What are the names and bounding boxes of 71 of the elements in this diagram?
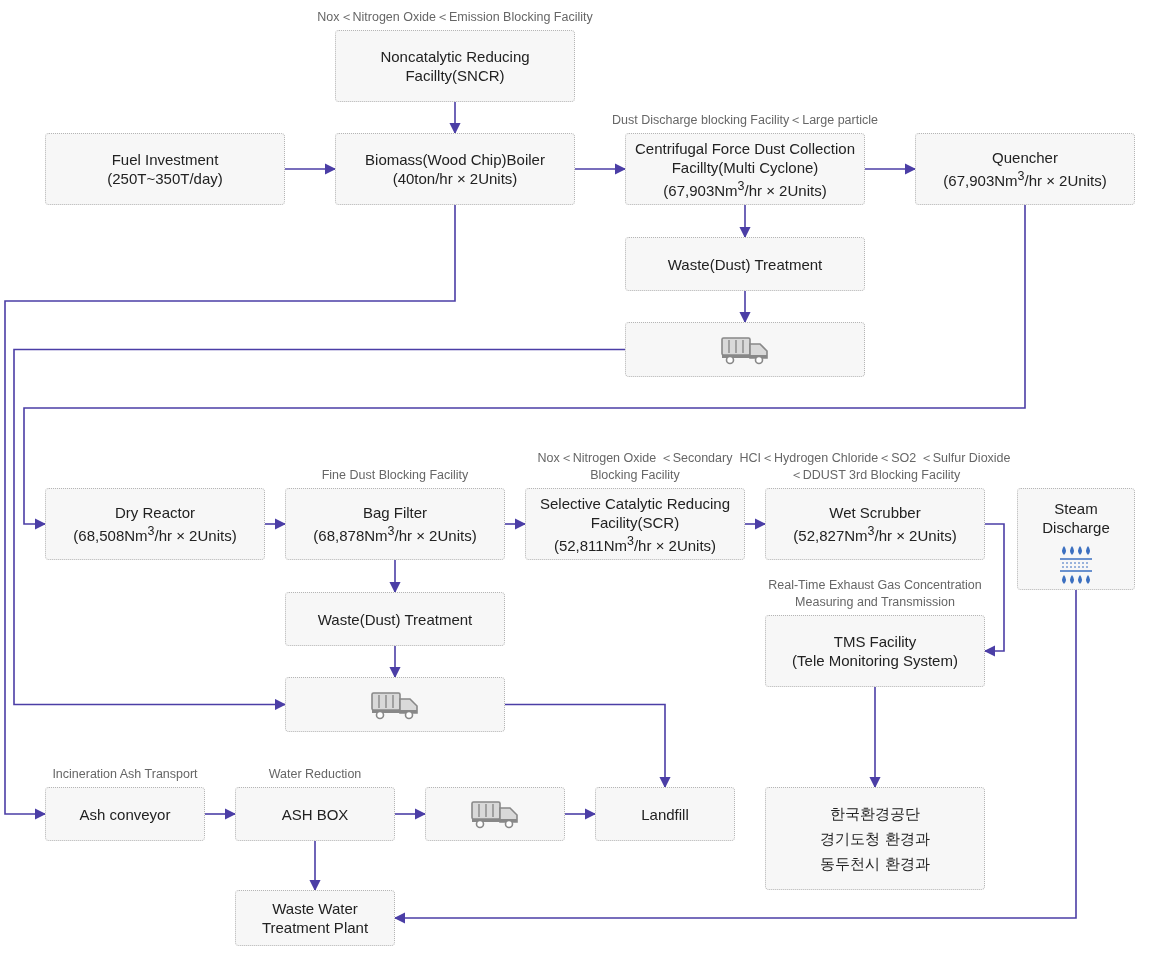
box-text: Ash conveyor [79,804,171,824]
box-text: Waste(Dust) Treatment [317,609,473,629]
box-text: (Tele Monitoring System) [792,651,958,670]
box-text: Selective Catalytic Reducing Facility(SCR) [538,493,732,532]
box-text: Wet Scrubber [829,503,921,522]
arrow [13,348,626,711]
process-box [285,592,505,646]
process-box [235,890,395,946]
box-text: Landfill [641,804,689,824]
arrow [389,645,401,679]
process-box [765,787,985,890]
box-text: Noncatalytic Reducing Facillty(SNCR) [379,47,531,85]
arrow [739,290,751,324]
box-text: ASH BOX [281,804,349,824]
process-box [625,237,865,291]
arrow [504,518,527,530]
box-text: (68,878Nm$^{3}$/hr × 2Units) [313,523,477,545]
caption-text: Nox＜Nitrogen Oxide＜Emission Blocking Facility [316,9,594,26]
arrow [864,163,917,175]
caption-text: Fine Dust Blocking Facility [320,467,470,484]
process-box [1017,488,1135,590]
arrow [23,204,1026,530]
box-text: TMS Facility [833,632,917,651]
box-text: (52,811Nm$^{3}$/hr × 2Units) [553,532,717,555]
box-text: (52,827Nm$^{3}$/hr × 2Units) [793,523,957,545]
box-text: Waste(Dust) Treatment [667,254,823,274]
box-text: 경기도청 환경과 [820,829,930,849]
box-text: Fuel Investment [111,150,219,169]
process-box [335,133,575,205]
arrow [564,808,597,820]
box-text: Waste Water Treatment Plant [260,899,370,937]
arrow [739,204,751,239]
box-text: (67,903Nm$^{3}$/hr × 2Units) [943,168,1107,190]
arrow [309,840,321,892]
box-text: (67,903Nm$^{3}$/hr × 2Units) [663,177,827,200]
box-text: Bag Filter [362,503,428,522]
arrow [504,703,671,789]
box-text: Steam Discharge [1041,499,1111,537]
process-box [285,677,505,732]
box-text: (250T~350T/day) [107,169,223,188]
arrow [389,559,401,594]
box-text: Quencher [992,148,1058,167]
caption-text: HCI＜Hydrogen Chloride＜SO2 ＜Sulfur Dioxide＜DDUST 3rd Blocking Facility [738,450,1012,484]
arrow [574,163,627,175]
process-box [915,133,1135,205]
process-box [625,322,865,377]
box-text: 동두천시 환경과 [820,854,930,874]
arrow [394,808,427,820]
process-box [595,787,735,841]
arrow [4,204,456,820]
caption-text: Water Reduction [267,766,363,783]
arrow [449,101,461,135]
arrow [284,163,337,175]
process-box [45,488,265,560]
caption-text: Dust Discharge blocking Facility＜Large particle [611,112,879,129]
caption-text: Incineration Ash Transport [51,766,199,783]
box-text: (68,508Nm$^{3}$/hr × 2Units) [73,523,237,545]
arrow [869,686,881,789]
arrow [264,518,287,530]
arrow [744,518,767,530]
arrow [204,808,237,820]
box-text: Biomass(Wood Chip)Boiler [365,150,545,169]
box-text: (40ton/hr × 2Units) [392,169,518,188]
process-box [425,787,565,841]
box-text: Dry Reactor [115,503,195,522]
process-box [45,133,285,205]
arrow [983,523,1005,657]
caption-text: Real-Time Exhaust Gas Concentration Measuring and Transmission [767,577,983,611]
arrow [393,589,1077,924]
box-text: 한국환경공단 [830,804,920,824]
box-text: Centrifugal Force Dust Collection Facillty(Multi Cyclone) [633,138,857,177]
